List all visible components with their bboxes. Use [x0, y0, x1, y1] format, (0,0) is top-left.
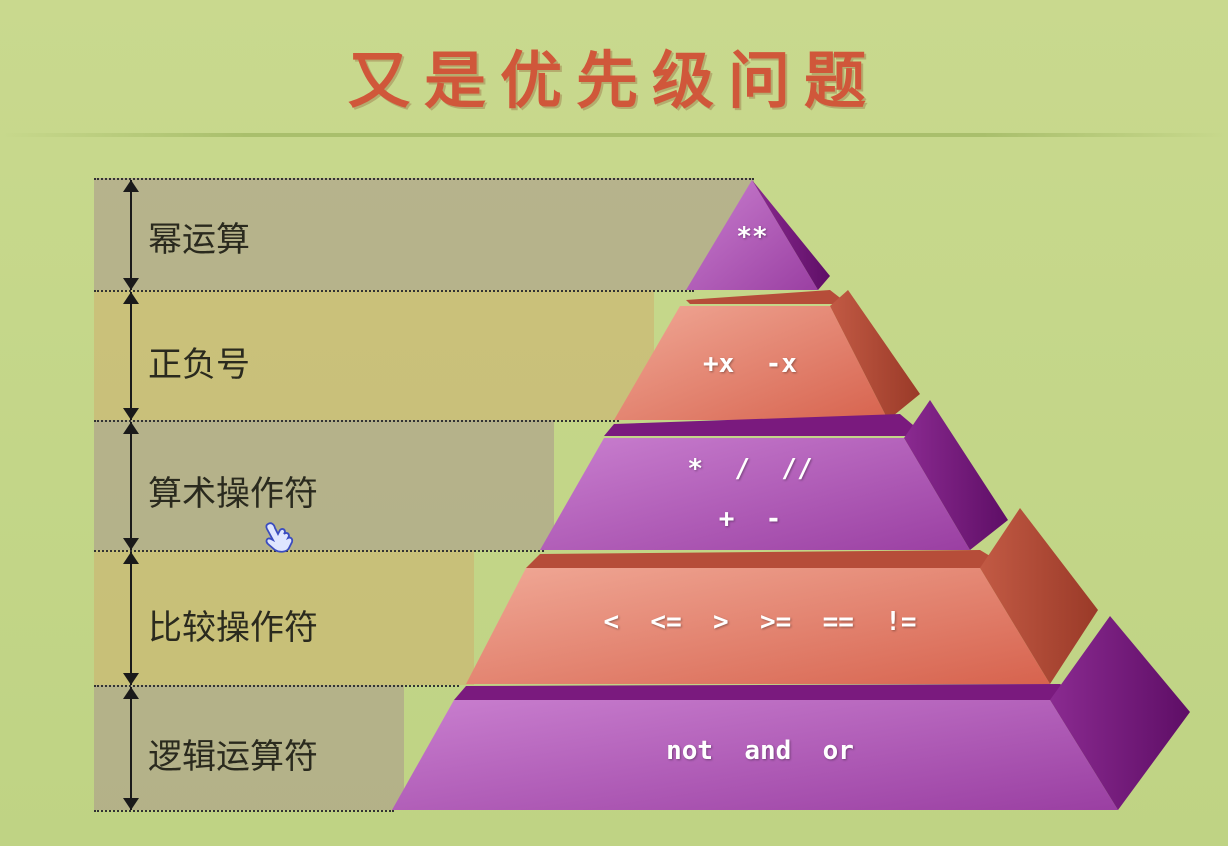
- level-label-logical: 逻辑运算符: [148, 737, 318, 777]
- pyramid-level-5: [392, 616, 1190, 810]
- separator-line: [94, 178, 754, 180]
- separator-line: [94, 810, 394, 812]
- operators-level-1: **: [736, 222, 768, 252]
- separator-line: [94, 420, 619, 422]
- title-divider: [0, 133, 1228, 137]
- hand-cursor-icon: [265, 522, 294, 553]
- band-level-5: [94, 685, 404, 810]
- level-label-power: 幂运算: [148, 220, 250, 260]
- span-arrow-line: [130, 687, 132, 810]
- arrow-down-icon: [123, 673, 139, 685]
- arrow-down-icon: [123, 538, 139, 550]
- level-label-comparison: 比较操作符: [148, 608, 318, 648]
- page-title: 又是优先级问题: [347, 44, 880, 117]
- operators-level-4: < <= > >= == !=: [603, 607, 917, 637]
- arrow-down-icon: [123, 408, 139, 420]
- span-arrow-line: [130, 180, 132, 290]
- span-arrow-line: [130, 292, 132, 420]
- pyramid-level-2: [614, 290, 920, 420]
- band-level-2: [94, 290, 654, 420]
- pyramid-level-1: [686, 180, 830, 290]
- pyramid-level-4: [466, 508, 1098, 684]
- arrow-up-icon: [123, 552, 139, 564]
- operators-level-5: not and or: [666, 736, 854, 766]
- level-label-sign: 正负号: [148, 345, 250, 385]
- arrow-up-icon: [123, 292, 139, 304]
- arrow-up-icon: [123, 180, 139, 192]
- operators-level-3-line1: * / //: [687, 454, 813, 484]
- separator-line: [94, 550, 544, 552]
- arrow-up-icon: [123, 422, 139, 434]
- band-level-4: [94, 550, 474, 685]
- operators-level-2: +x -x: [703, 349, 797, 379]
- band-level-1: [94, 178, 754, 290]
- pyramid-level-3: [540, 400, 1008, 550]
- separator-line: [94, 290, 694, 292]
- span-arrow-line: [130, 422, 132, 550]
- span-arrow-line: [130, 552, 132, 685]
- arrow-down-icon: [123, 278, 139, 290]
- arrow-down-icon: [123, 798, 139, 810]
- band-level-3: [94, 420, 554, 550]
- arrow-up-icon: [123, 687, 139, 699]
- separator-line: [94, 685, 459, 687]
- operators-level-3-line2: + -: [718, 504, 782, 534]
- level-label-arithmetic: 算术操作符: [148, 474, 318, 514]
